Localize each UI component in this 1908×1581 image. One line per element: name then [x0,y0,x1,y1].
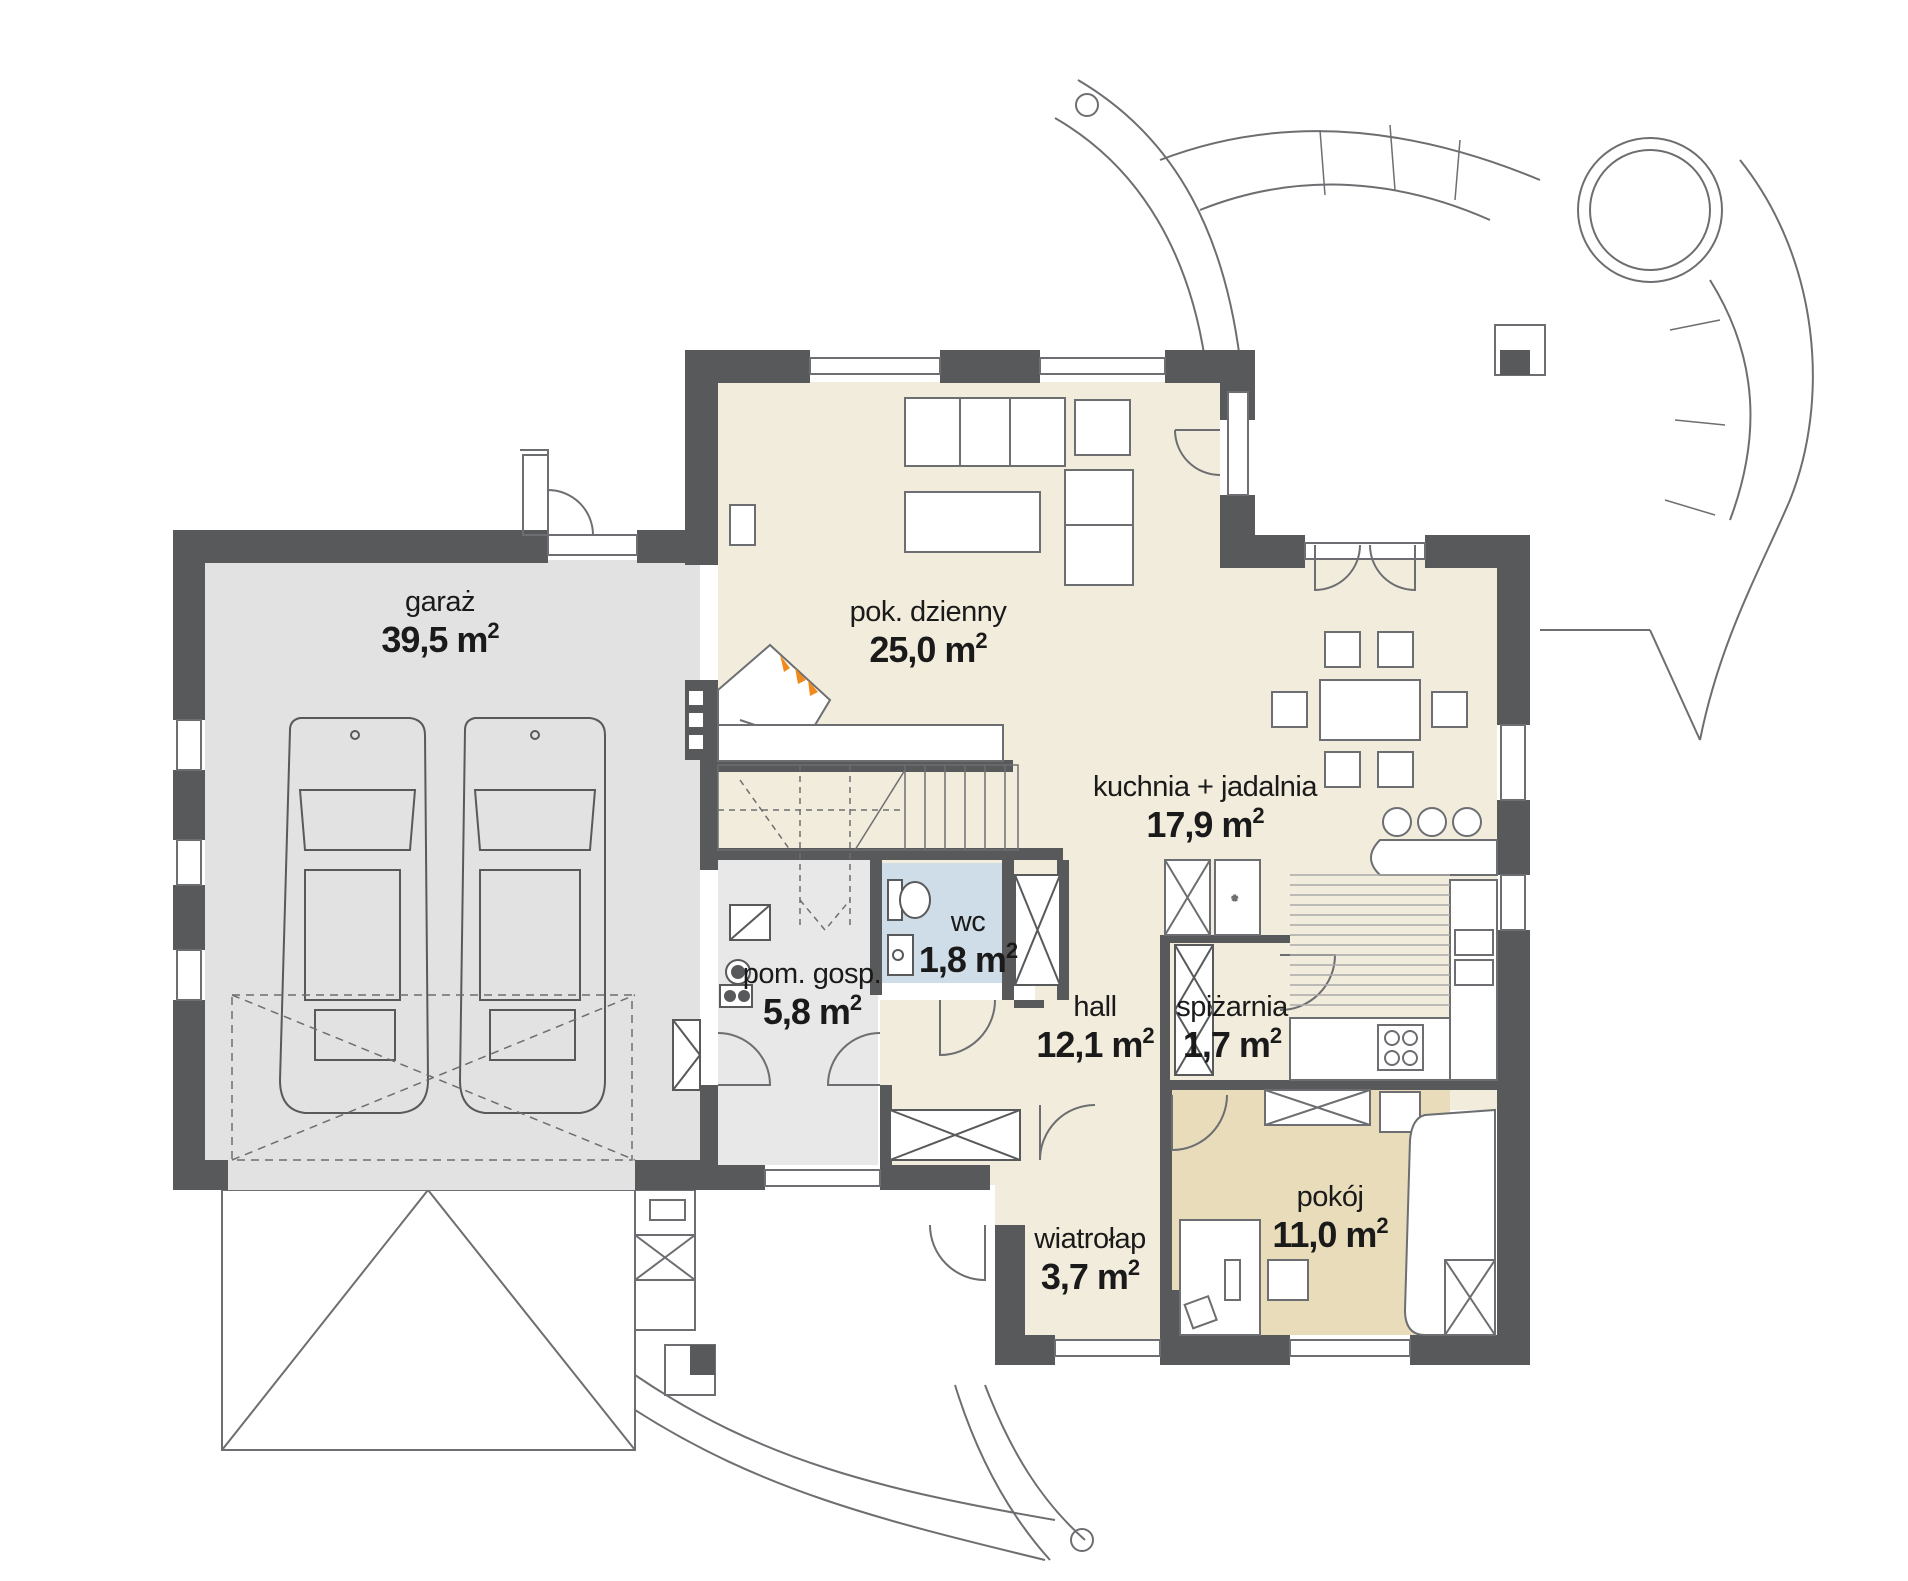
pantry-shelves [1174,944,1214,1076]
floors [205,382,1497,1345]
room-label-garaz: garaż 39,5 m2 [381,585,499,661]
room-name: garaż [404,586,476,618]
room-area: 1,7 m2 [1182,1023,1282,1065]
room-area: 5,8 m2 [762,990,862,1032]
utility-fixtures [672,904,771,1091]
dining-set [1271,631,1468,788]
room-area: 3,7 m2 [1040,1255,1140,1297]
room-area: 25,0 m2 [869,628,987,670]
round-planter [1577,137,1723,283]
armchair-sofa [1064,469,1134,586]
room-name: hall [1073,991,1117,1023]
room-name: wc [950,906,986,938]
car-right [458,717,606,1114]
room-name: pom. gosp. [742,958,882,990]
room-area: 12,1 m2 [1036,1023,1154,1065]
room-label-pok-dzienny: pok. dzienny 25,0 m2 [850,595,1007,671]
kitchen-island [1290,874,1450,1006]
room-name: wiatrołap [1034,1223,1146,1255]
terrace-steps [1319,124,1726,516]
room-label-kuchnia-jadalnia: kuchnia + jadalnia 17,9 m2 [1093,770,1317,846]
doors [520,429,1416,1282]
room-area: 39,5 m2 [381,618,499,660]
hall-wardrobe [889,1109,1021,1161]
terrace-lamp [1075,93,1099,117]
room-name: kuchnia + jadalnia [1093,771,1317,803]
svg-text:*: * [1232,892,1238,908]
entrance-arcs [634,1374,1086,1561]
coffee-table [904,491,1041,553]
room-area: 11,0 m2 [1272,1213,1388,1255]
room-area: 17,9 m2 [1146,803,1264,845]
room-label-wiatrolap: wiatrołap 3,7 m2 [1034,1222,1146,1298]
room-furniture [1179,1089,1496,1336]
sofa [904,397,1066,467]
kitchen-fixtures: * [1164,807,1498,1081]
room-label-spizarnia: spiżarnia 1,7 m2 [1176,990,1288,1066]
windows [176,357,1526,1357]
garage-canopy [221,1188,636,1451]
room-label-pokoj: pokój 11,0 m2 [1272,1180,1388,1256]
room-area: 1,8 m2 [918,938,1018,980]
wc-fixtures [887,874,1061,986]
room-label-pom-gosp: pom. gosp. 5,8 m2 [742,957,882,1033]
staircase [717,764,1019,932]
garage-door-swing [231,994,636,1161]
room-label-hall: hall 12,1 m2 [1036,990,1154,1066]
living-furniture [717,397,1134,762]
fireplace-flames-icon [780,655,818,696]
entrance-planters [634,1189,696,1331]
room-name: pok. dzienny [849,596,1007,628]
entrance-lamp [1070,1528,1094,1552]
room-name: pokój [1296,1181,1364,1213]
room-name: spiżarnia [1176,991,1288,1023]
wall-vents [687,689,705,751]
room-label-wc: wc 1,8 m2 [918,905,1018,981]
terrace-arcs [1054,79,1814,741]
walls [173,350,1530,1365]
